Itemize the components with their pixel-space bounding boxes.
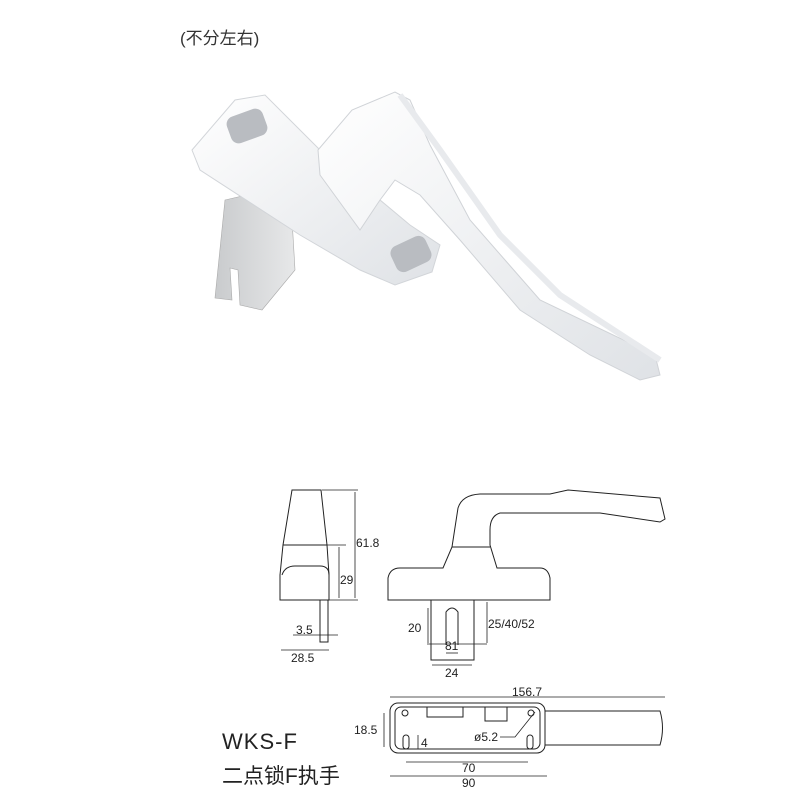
dim-base-height: 18.5 [354,723,378,737]
product-name: 二点锁F执手 [222,765,340,788]
dim-slot-width: 81 [445,639,459,653]
handle-base [191,94,441,286]
handle-photo [191,91,662,381]
dim-overall-length: 156.7 [512,685,542,699]
dim-base-length: 90 [462,776,476,790]
dim-spindle-length: 25/40/52 [488,617,535,631]
dim-spindle-plate-width: 24 [445,666,459,680]
dim-slot-height: 20 [408,621,422,635]
model-number: WKS-F [222,729,298,754]
cover-cap-bottom [390,235,432,273]
handle-lever [317,91,661,381]
dim-hole-diameter: ø5.2 [474,730,498,744]
dim-side-width: 28.5 [291,651,315,665]
dim-height-base: 29 [340,573,354,587]
side-view [279,489,358,651]
cover-cap-top [226,108,268,144]
dim-slot-length: 4 [421,736,428,750]
top-view [383,696,665,777]
front-view [387,489,666,666]
dim-spindle-width: 3.5 [296,623,313,637]
orientation-note: (不分左右) [180,29,260,48]
dim-hole-spacing: 70 [462,761,476,775]
dim-height-total: 61.8 [356,536,380,550]
